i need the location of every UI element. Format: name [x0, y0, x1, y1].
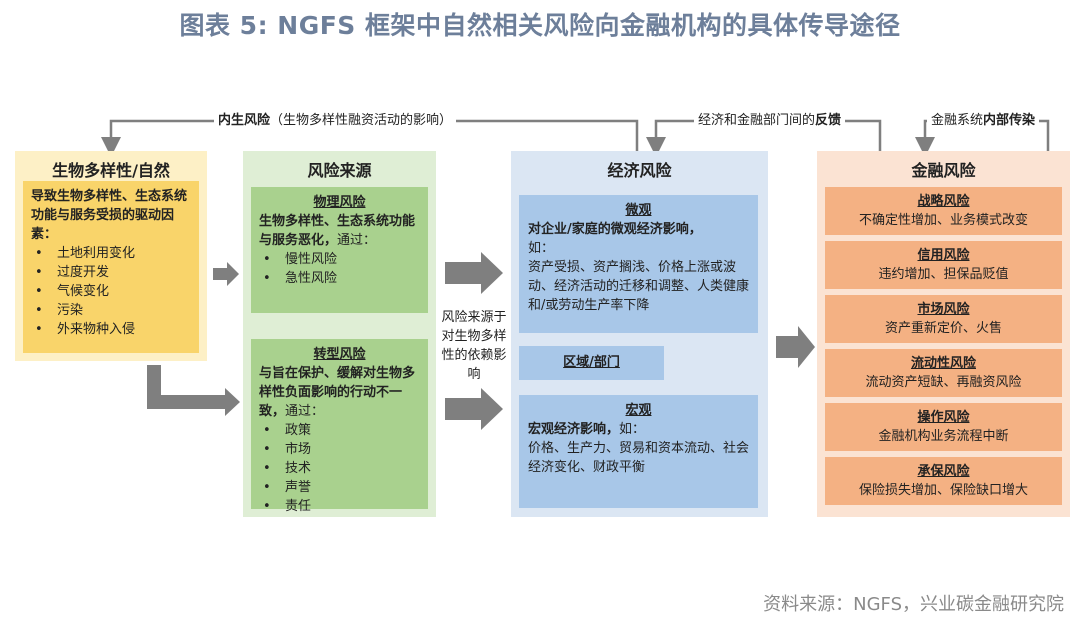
- physical-risk-desc: 生物多样性、生态系统功能与服务恶化，通过：: [259, 214, 416, 248]
- source-to-economic-arrow-bottom: [445, 388, 503, 430]
- financial-risk-header: 金融风险: [911, 161, 976, 180]
- physical-risk-title: 物理风险: [313, 195, 366, 210]
- strategic-risk-box: 战略风险 不确定性增加、业务模式改变: [825, 187, 1062, 235]
- drivers-intro: 导致生物多样性、生态系统功能与服务受损的驱动因素：: [31, 189, 188, 242]
- fin-item-desc: 流动资产短缺、再融资风险: [865, 375, 1022, 390]
- fin-item-title: 承保风险: [917, 464, 970, 479]
- macro-title: 宏观: [625, 403, 652, 418]
- economic-risk-header: 经济风险: [607, 161, 672, 180]
- bio-to-physical-arrow: [213, 262, 239, 286]
- underwriting-risk-box: 承保风险 保险损失增加、保险缺口增大: [825, 457, 1062, 505]
- transition-risk-desc: 与旨在保护、缓解对生物多样性负面影响的行动不一致，通过：: [259, 366, 416, 419]
- figure-title: 图表 5: NGFS 框架中自然相关风险向金融机构的具体传导途径: [179, 11, 901, 40]
- list-item: 政策: [259, 421, 420, 440]
- list-item: 外来物种入侵: [31, 320, 191, 339]
- fin-item-title: 操作风险: [917, 410, 970, 425]
- operational-risk-box: 操作风险 金融机构业务流程中断: [825, 403, 1062, 451]
- list-item: 过度开发: [31, 263, 191, 282]
- fin-item-desc: 保险损失增加、保险缺口增大: [858, 483, 1028, 498]
- transition-risk-list: 政策 市场 技术 声誉 责任: [259, 421, 420, 516]
- drivers-box: 导致生物多样性、生态系统功能与服务受损的驱动因素： 土地利用变化 过度开发 气候…: [23, 181, 199, 353]
- physical-risk-box: 物理风险 生物多样性、生态系统功能与服务恶化，通过： 慢性风险 急性风险: [251, 187, 428, 313]
- region-sector-box: 区域/部门: [519, 346, 664, 380]
- micro-desc: 资产受损、资产搁浅、价格上涨或波动、经济活动的迁移和调整、人类健康和/或劳动生产…: [528, 260, 750, 313]
- risk-source-column: 风险来源 物理风险 生物多样性、生态系统功能与服务恶化，通过： 慢性风险 急性风…: [243, 151, 436, 517]
- list-item: 气候变化: [31, 282, 191, 301]
- economic-risk-column: 经济风险 微观 对企业/家庭的微观经济影响， 如： 资产受损、资产搁浅、价格上涨…: [511, 151, 768, 517]
- fin-item-desc: 不确定性增加、业务模式改变: [858, 213, 1028, 228]
- micro-lead: 对企业/家庭的微观经济影响，: [528, 222, 702, 237]
- micro-box: 微观 对企业/家庭的微观经济影响， 如： 资产受损、资产搁浅、价格上涨或波动、经…: [519, 195, 758, 333]
- physical-risk-list: 慢性风险 急性风险: [259, 250, 420, 288]
- fin-item-title: 信用风险: [917, 248, 970, 263]
- inner-risk-label: 内生风险（生物多样性融资活动的影响）: [214, 112, 457, 130]
- list-item: 责任: [259, 497, 420, 516]
- list-item: 急性风险: [259, 269, 420, 288]
- list-item: 土地利用变化: [31, 244, 191, 263]
- fin-item-desc: 资产重新定价、火售: [884, 321, 1002, 336]
- list-item: 污染: [31, 301, 191, 320]
- credit-risk-box: 信用风险 违约增加、担保品贬值: [825, 241, 1062, 289]
- drivers-list: 土地利用变化 过度开发 气候变化 污染 外来物种入侵: [31, 244, 191, 339]
- micro-lead2: 如：: [528, 241, 555, 256]
- list-item: 技术: [259, 459, 420, 478]
- micro-title: 微观: [625, 203, 652, 218]
- financial-risk-column: 金融风险 战略风险 不确定性增加、业务模式改变 信用风险 违约增加、担保品贬值 …: [817, 151, 1070, 517]
- fin-item-desc: 金融机构业务流程中断: [878, 429, 1009, 444]
- list-item: 市场: [259, 440, 420, 459]
- fin-item-title: 流动性风险: [910, 356, 976, 371]
- source-to-economic-arrow-top: [445, 252, 503, 294]
- list-item: 声誉: [259, 478, 420, 497]
- macro-box: 宏观 宏观经济影响，如： 价格、生产力、贸易和资本流动、社会经济变化、财政平衡: [519, 395, 758, 508]
- market-risk-box: 市场风险 资产重新定价、火售: [825, 295, 1062, 343]
- economic-to-financial-arrow: [776, 326, 815, 368]
- liquidity-risk-box: 流动性风险 流动资产短缺、再融资风险: [825, 349, 1062, 397]
- fin-item-desc: 违约增加、担保品贬值: [878, 267, 1009, 282]
- risk-source-header: 风险来源: [307, 161, 372, 180]
- contagion-label: 金融系统内部传染: [927, 112, 1040, 130]
- list-item: 慢性风险: [259, 250, 420, 269]
- biodiversity-header: 生物多样性/自然: [52, 161, 170, 180]
- transition-risk-title: 转型风险: [313, 347, 366, 362]
- bio-to-transition-arrow: [147, 365, 240, 416]
- econ-fin-feedback-label: 经济和金融部门间的反馈: [694, 112, 846, 130]
- macro-lead-line: 宏观经济影响，如：: [528, 422, 646, 437]
- fin-item-title: 市场风险: [917, 302, 970, 317]
- biodiversity-column: 生物多样性/自然 导致生物多样性、生态系统功能与服务受损的驱动因素： 土地利用变…: [15, 151, 207, 361]
- source-note: 资料来源：NGFS，兴业碳金融研究院: [763, 594, 1064, 615]
- dependency-impact-label: 风险来源于对生物多样性的依赖影响: [441, 310, 507, 382]
- fin-item-title: 战略风险: [917, 194, 970, 209]
- transition-risk-box: 转型风险 与旨在保护、缓解对生物多样性负面影响的行动不一致，通过： 政策 市场 …: [251, 339, 428, 516]
- macro-desc: 价格、生产力、贸易和资本流动、社会经济变化、财政平衡: [528, 441, 750, 475]
